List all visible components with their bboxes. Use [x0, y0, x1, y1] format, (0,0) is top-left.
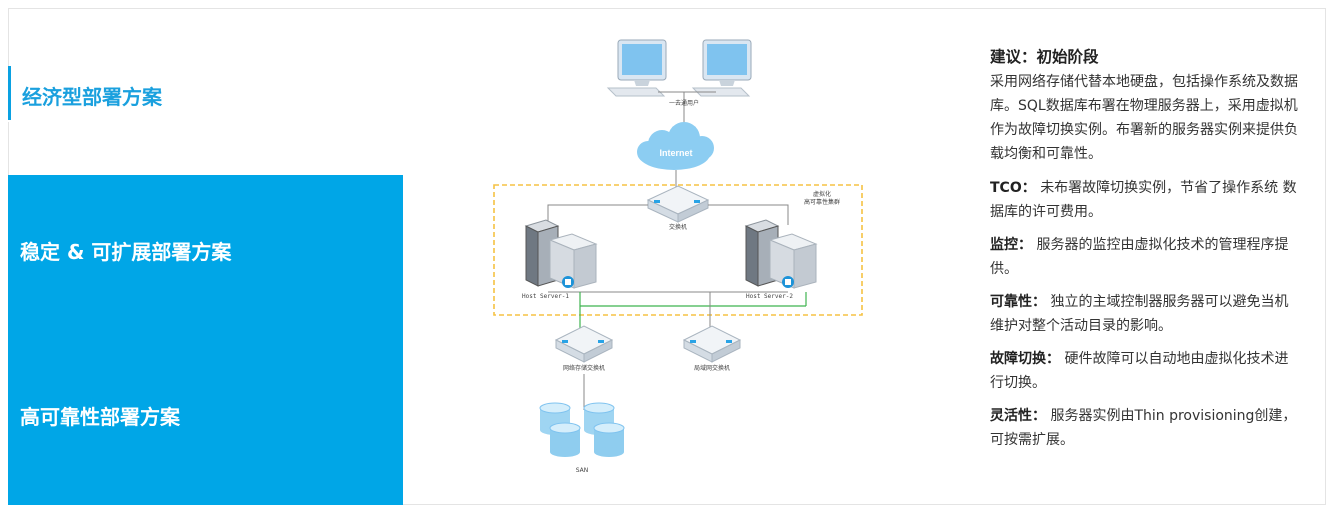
benefit-label: 灵活性：	[990, 408, 1046, 424]
benefit-text: 独立的主域控制器服务器可以避免当机维护对整个活动目录的影响。	[990, 294, 1289, 334]
tab-stable-scalable-deployment[interactable]: 稳定 & 可扩展部署方案	[20, 240, 232, 264]
benefit-flexibility: 灵活性： 服务器实例由Thin provisioning创建，可按需扩展。	[990, 404, 1300, 452]
benefit-text: 服务器实例由Thin provisioning创建，可按需扩展。	[990, 408, 1297, 448]
benefit-reliability: 可靠性： 独立的主域控制器服务器可以避免当机维护对整个活动目录的影响。	[990, 290, 1300, 338]
lan-switch-label: 局域网交换机	[694, 364, 730, 372]
database-icon	[539, 402, 625, 457]
internet-label: Internet	[659, 148, 692, 158]
server-icon	[524, 219, 598, 289]
tab-group-background: 稳定 & 可扩展部署方案 高可靠性部署方案	[8, 175, 403, 505]
switch-icon	[646, 185, 710, 223]
san-label: SAN	[576, 467, 589, 474]
virtualization-cluster-boundary	[493, 184, 863, 316]
host2-label: Host Server-2	[746, 293, 793, 300]
storage-switch-label: 网络存储交换机	[563, 364, 605, 372]
tab-high-availability-deployment[interactable]: 高可靠性部署方案	[20, 405, 180, 429]
benefit-text: 硬件故障可以自动地由虚拟化技术进行切换。	[990, 351, 1289, 391]
active-tab-indicator	[8, 66, 11, 120]
cluster-label: 虚拟化	[813, 190, 831, 198]
monitor-icon	[691, 39, 752, 97]
benefit-failover: 故障切换： 硬件故障可以自动地由虚拟化技术进行切换。	[990, 347, 1300, 395]
recommendation-intro: 采用网络存储代替本地硬盘，包括操作系统及数据库。SQL数据库布署在物理服务器上，…	[990, 74, 1298, 162]
internet-cloud-icon	[637, 122, 714, 170]
network-diagram: 一去通用户 Internet 虚拟化 高可靠性集群 交换机 Host Serve…	[488, 30, 878, 490]
host1-label: Host Server-1	[522, 293, 569, 300]
benefit-monitoring: 监控： 服务器的监控由虚拟化技术的管理程序提供。	[990, 233, 1300, 281]
tab-economic-deployment[interactable]: 经济型部署方案	[8, 66, 403, 122]
recommendation-title: 建议：初始阶段	[990, 48, 1099, 66]
benefit-label: 故障切换：	[990, 351, 1060, 367]
switch-icon	[554, 325, 614, 363]
benefit-text: 未布署故障切换实例，节省了操作系统 数据库的许可费用。	[990, 180, 1297, 220]
tab-economic-label: 经济型部署方案	[22, 85, 162, 109]
switch-icon	[682, 325, 742, 363]
clients-label: 一去通用户	[669, 99, 699, 107]
benefit-text: 服务器的监控由虚拟化技术的管理程序提供。	[990, 237, 1289, 277]
benefit-tco: TCO： 未布署故障切换实例，节省了操作系统 数据库的许可费用。	[990, 176, 1300, 224]
monitor-icon	[606, 39, 667, 97]
benefit-label: 可靠性：	[990, 294, 1046, 310]
deployment-description: 建议：初始阶段 采用网络存储代替本地硬盘，包括操作系统及数据库。SQL数据库布署…	[990, 44, 1300, 461]
server-icon	[744, 219, 818, 289]
benefit-label: TCO：	[990, 180, 1036, 196]
cluster-label-2: 高可靠性集群	[804, 198, 840, 206]
switch-label: 交换机	[669, 223, 687, 231]
benefit-label: 监控：	[990, 237, 1032, 253]
